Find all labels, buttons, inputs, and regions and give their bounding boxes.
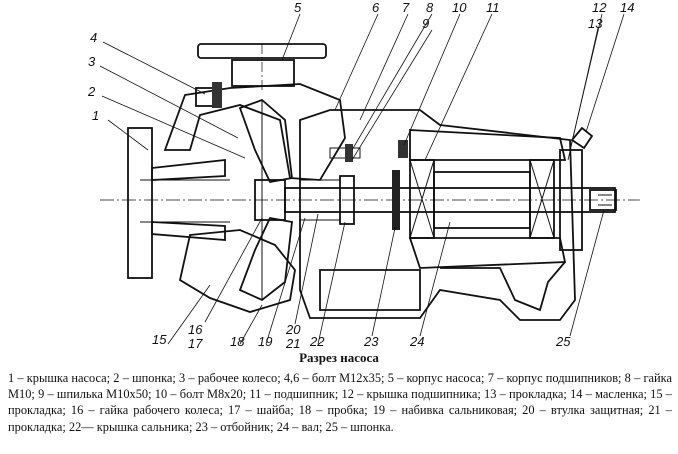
oiler bbox=[570, 126, 594, 150]
callout-1: 1 bbox=[92, 108, 99, 123]
callout-2: 2 bbox=[87, 84, 96, 99]
callout-21: 21 bbox=[285, 336, 300, 350]
callout-3: 3 bbox=[88, 54, 96, 69]
pump-cover bbox=[127, 127, 230, 279]
callout-8: 8 bbox=[426, 0, 434, 15]
callout-15: 15 bbox=[152, 332, 167, 347]
callout-14: 14 bbox=[620, 0, 634, 15]
stuffing-box bbox=[299, 175, 355, 225]
callout-18: 18 bbox=[230, 334, 245, 349]
deflector bbox=[392, 170, 400, 230]
bearing-left bbox=[409, 159, 435, 239]
bearing-cap bbox=[559, 149, 583, 251]
callout-19: 19 bbox=[258, 334, 272, 349]
callout-24: 24 bbox=[409, 334, 424, 349]
callouts: 1 2 3 4 5 6 7 8 9 10 11 12 13 14 15 16 1… bbox=[87, 0, 634, 350]
callout-23: 23 bbox=[363, 334, 379, 349]
figure-caption: Разрез насоса bbox=[299, 350, 379, 365]
callout-10: 10 bbox=[452, 0, 467, 15]
callout-22: 22 bbox=[309, 334, 325, 349]
impeller bbox=[238, 98, 293, 302]
pump-section-drawing: 1 2 3 4 5 6 7 8 9 10 11 12 13 14 15 16 1… bbox=[87, 0, 640, 350]
bearing-right bbox=[529, 159, 555, 239]
callout-20: 20 bbox=[285, 322, 301, 337]
callout-11: 11 bbox=[486, 0, 500, 15]
callout-7: 7 bbox=[402, 0, 410, 15]
parts-legend: 1 – крышка насоса; 2 – шпонка; 3 – рабоч… bbox=[8, 371, 672, 434]
bolts bbox=[329, 140, 408, 162]
callout-5: 5 bbox=[294, 0, 302, 15]
bearing-housing bbox=[299, 109, 576, 321]
callout-16: 16 bbox=[188, 322, 203, 337]
callout-13: 13 bbox=[588, 16, 603, 31]
callout-9: 9 bbox=[422, 16, 429, 31]
callout-12: 12 bbox=[592, 0, 607, 15]
callout-4: 4 bbox=[90, 30, 97, 45]
shaft bbox=[284, 171, 617, 229]
callout-25: 25 bbox=[555, 334, 571, 349]
callout-6: 6 bbox=[372, 0, 380, 15]
callout-17: 17 bbox=[188, 336, 203, 350]
